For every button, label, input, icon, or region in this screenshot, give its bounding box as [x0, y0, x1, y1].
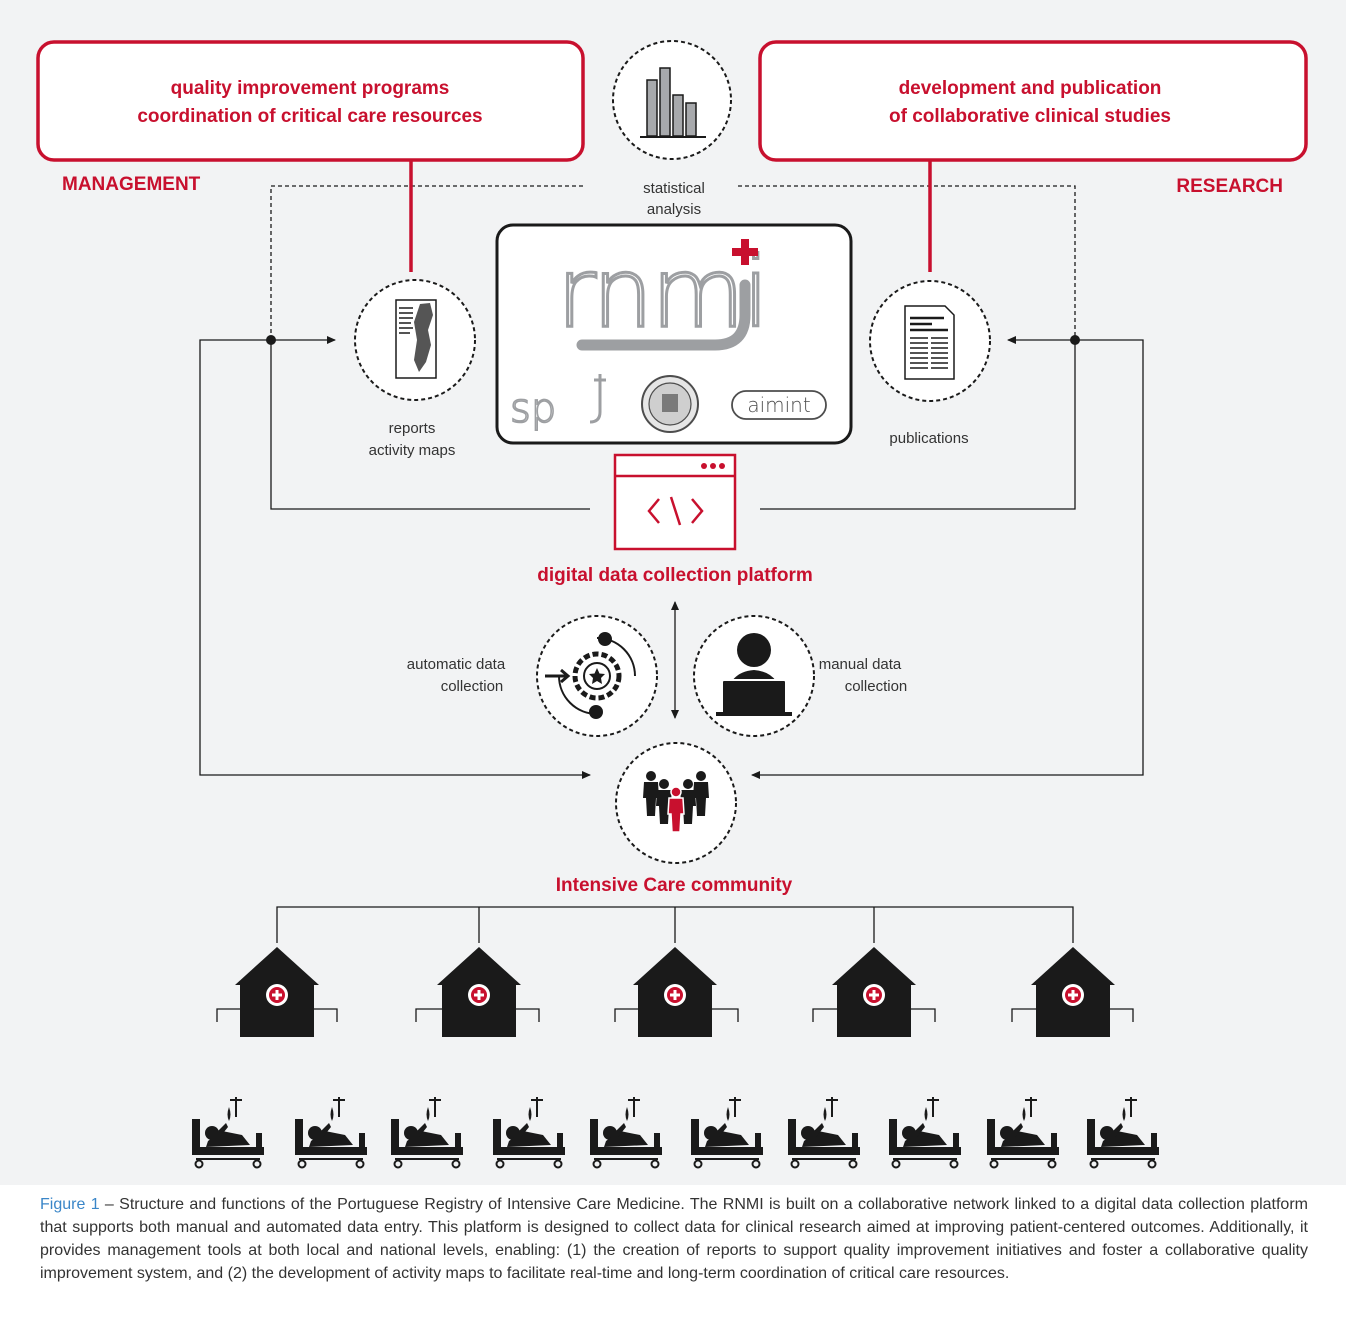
people-group-icon — [615, 742, 737, 864]
caption-text: – Structure and functions of the Portugu… — [40, 1196, 1308, 1282]
platform-label: digital data collection platform — [537, 565, 813, 586]
figure-caption: Figure 1 – Structure and functions of th… — [40, 1193, 1308, 1285]
spci-logo-mark — [589, 374, 606, 424]
junction-dot-left — [266, 335, 276, 345]
spci-logo-text: sp — [510, 386, 556, 432]
code-window-icon — [613, 453, 737, 551]
manual-label-line1: manual data — [819, 656, 902, 673]
reports-label-line2: activity maps — [369, 442, 456, 459]
management-box-line2: coordination of critical care resources — [137, 106, 482, 127]
management-box: quality improvement programs coordinatio… — [36, 40, 585, 162]
connector-lines — [199, 185, 1144, 943]
management-label: MANAGEMENT — [62, 174, 201, 195]
document-icon — [869, 280, 991, 402]
gear-automation-icon — [536, 615, 658, 737]
community-label: Intensive Care community — [556, 875, 793, 896]
stats-label-line1: statistical — [643, 180, 705, 197]
svg-text:aimint: aimint — [747, 393, 810, 417]
research-box: development and publication of collabora… — [758, 40, 1308, 162]
management-box-line1: quality improvement programs — [171, 78, 450, 99]
publications-label: publications — [889, 430, 968, 447]
research-box-line1: development and publication — [899, 78, 1162, 99]
manual-label-line2: collection — [845, 678, 908, 695]
report-map-icon — [354, 279, 476, 401]
seal-icon — [641, 375, 699, 433]
automatic-label-line2: collection — [441, 678, 504, 695]
stats-label-line2: analysis — [647, 201, 701, 218]
figure-label: Figure 1 — [40, 1196, 100, 1213]
research-label: RESEARCH — [1176, 176, 1283, 197]
research-box-line2: of collaborative clinical studies — [889, 106, 1171, 127]
bar-chart-icon — [612, 40, 732, 160]
medical-cross-icon — [732, 239, 758, 265]
person-laptop-icon — [693, 615, 815, 737]
aimint-logo: aimint — [731, 390, 827, 420]
rnmi-logo-box: rnmi sp aimint — [495, 223, 853, 445]
junction-dot-right — [1070, 335, 1080, 345]
automatic-label-line1: automatic data — [407, 656, 506, 673]
reports-label-line1: reports — [389, 420, 436, 437]
